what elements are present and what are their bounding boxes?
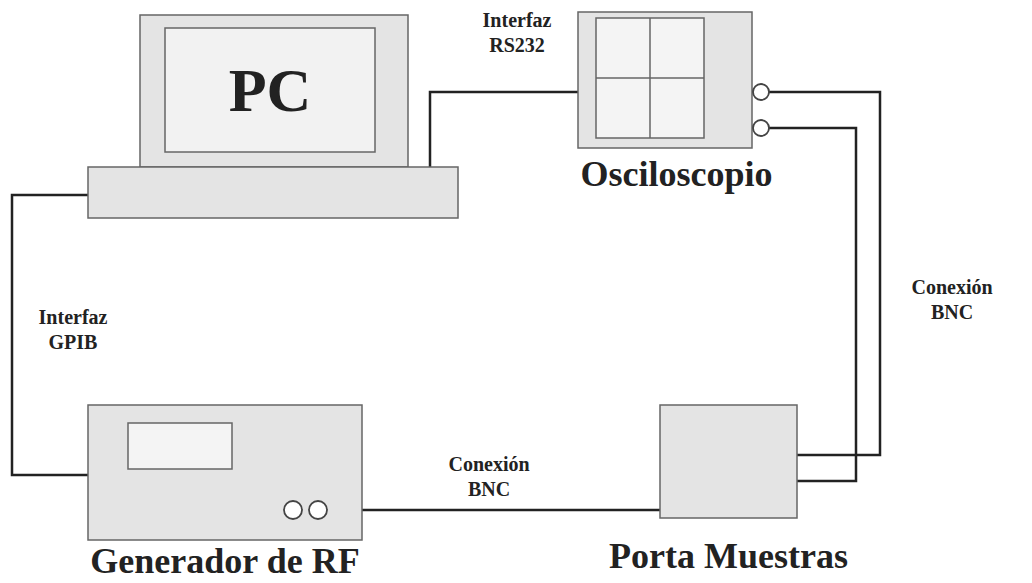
rf-generator: Generador de RF xyxy=(88,405,362,540)
sample-holder-outline xyxy=(660,405,797,518)
rf-generator-outline xyxy=(88,405,362,540)
node-label: Porta Muestras xyxy=(609,538,848,574)
node-label: PC xyxy=(165,28,375,152)
interface-label: Conexión BNC xyxy=(430,452,548,502)
cable xyxy=(327,509,660,512)
interface-label: Interfaz RS232 xyxy=(458,8,576,58)
oscilloscope-outline xyxy=(578,12,775,148)
interface-label: Conexión BNC xyxy=(893,275,1011,325)
oscilloscope: Osciloscopio xyxy=(578,12,775,148)
sample-holder: Porta Muestras xyxy=(660,405,797,518)
computer: PC xyxy=(88,15,458,218)
interface-label: Interfaz GPIB xyxy=(14,305,132,355)
cable xyxy=(430,92,578,167)
cable xyxy=(769,92,880,455)
node-label: Generador de RF xyxy=(90,543,359,579)
node-label: Osciloscopio xyxy=(580,156,772,192)
